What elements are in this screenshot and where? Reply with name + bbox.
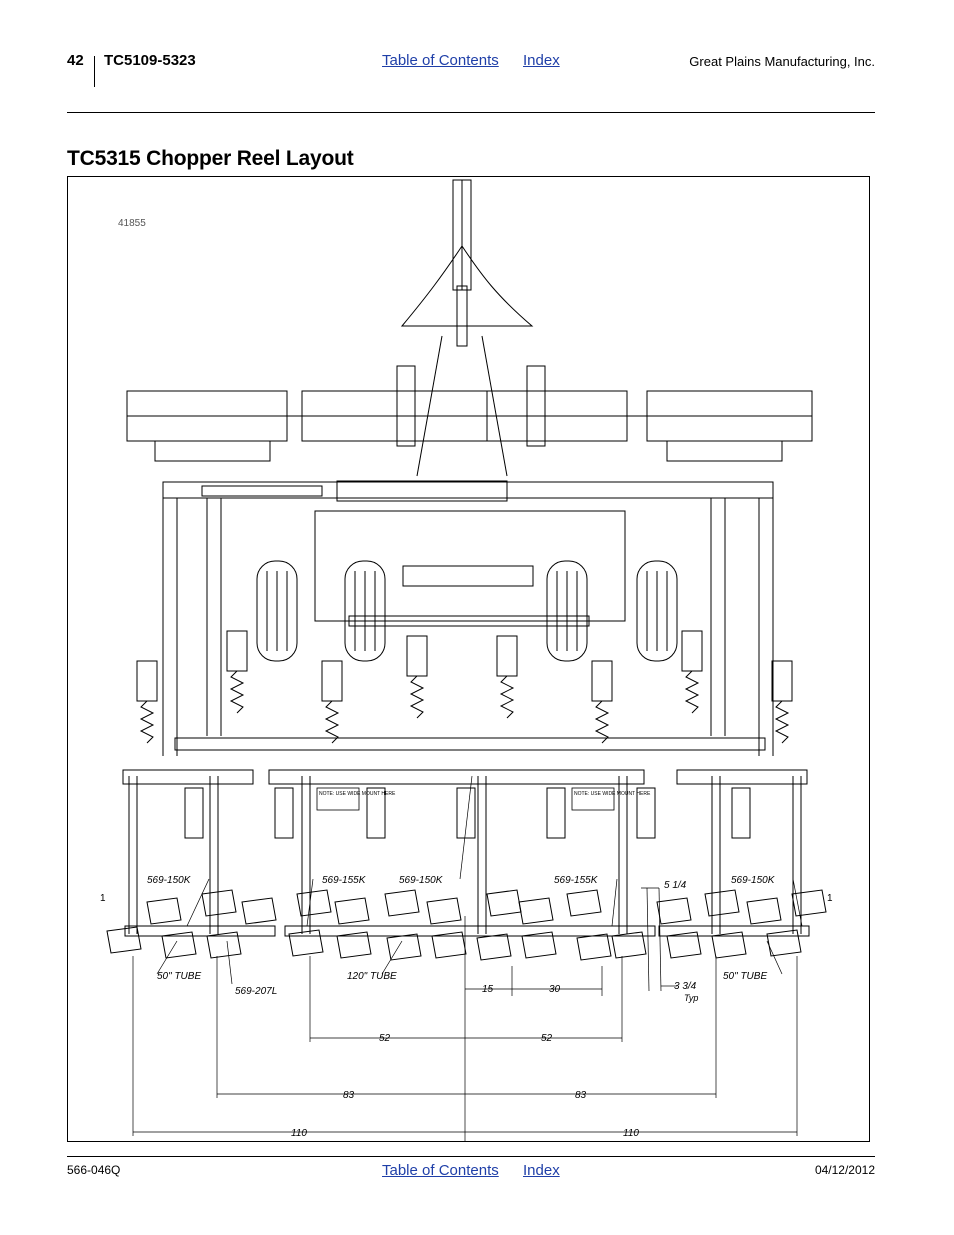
label-dim-83-left: 83 (343, 1090, 355, 1101)
footer-rule (67, 1156, 875, 1157)
toc-link[interactable]: Table of Contents (382, 52, 499, 69)
label-one-right: 1 (827, 893, 833, 904)
chopper-reel-layout-drawing: 569-150K 569-155K 569-150K 569-155K 569-… (100, 179, 833, 1142)
publication-date: 04/12/2012 (814, 1163, 875, 1177)
reel-arm-bars (122, 769, 808, 785)
label-one-left: 1 (100, 893, 106, 904)
index-link[interactable]: Index (523, 52, 560, 69)
shank-row (136, 630, 793, 744)
header-rule (67, 112, 875, 113)
label-dim-15: 15 (482, 984, 494, 995)
label-569-207l: 569-207L (235, 986, 277, 997)
page-number: 42 (67, 52, 84, 69)
company-name: Great Plains Manufacturing, Inc. (689, 54, 875, 69)
label-typ: Typ (684, 993, 698, 1003)
page-title: TC5315 Chopper Reel Layout (67, 147, 354, 170)
figure-id: 41855 (118, 218, 146, 229)
footer-toc-link[interactable]: Table of Contents (382, 1162, 499, 1179)
note-wide-mount-left: NOTE: USE WIDE MOUNT HERE (319, 791, 396, 797)
label-569-150k-center: 569-150K (399, 875, 444, 886)
label-120-tube: 120" TUBE (347, 971, 397, 982)
model-number: TC5109-5323 (104, 52, 196, 69)
main-frame (162, 480, 774, 756)
transport-wheels (256, 560, 678, 662)
wide-mount-notes (316, 787, 615, 811)
reel-tubes (124, 925, 810, 937)
label-569-155k-left: 569-155K (322, 875, 367, 886)
label-50-tube-left: 50" TUBE (157, 971, 201, 982)
label-569-155k-right: 569-155K (554, 875, 599, 886)
leader-lines (156, 775, 803, 985)
label-dim-52-left: 52 (379, 1033, 391, 1044)
footer-index-link[interactable]: Index (523, 1162, 560, 1179)
label-dim-83-right: 83 (575, 1090, 587, 1101)
label-569-150k-left: 569-150K (147, 875, 192, 886)
note-wide-mount-right: NOTE: USE WIDE MOUNT HERE (574, 791, 651, 797)
label-50-tube-right: 50" TUBE (723, 971, 767, 982)
label-dim-52-right: 52 (541, 1033, 553, 1044)
label-569-150k-right: 569-150K (731, 875, 776, 886)
hitch-tongue (396, 179, 546, 477)
reel-arms (128, 776, 802, 934)
label-dim-5-1-4: 5 1/4 (664, 880, 687, 891)
chopper-blades (106, 889, 827, 961)
header-divider (94, 56, 95, 87)
label-dim-30: 30 (549, 984, 561, 995)
label-dim-110-right: 110 (623, 1128, 639, 1139)
label-dim-110-left: 110 (291, 1128, 307, 1139)
figure-frame (67, 176, 870, 1142)
document-number: 566-046Q (67, 1163, 121, 1177)
front-gang-rows (126, 390, 813, 462)
label-dim-3-3-4: 3 3/4 (674, 981, 697, 992)
dimension-lines (132, 887, 798, 1142)
